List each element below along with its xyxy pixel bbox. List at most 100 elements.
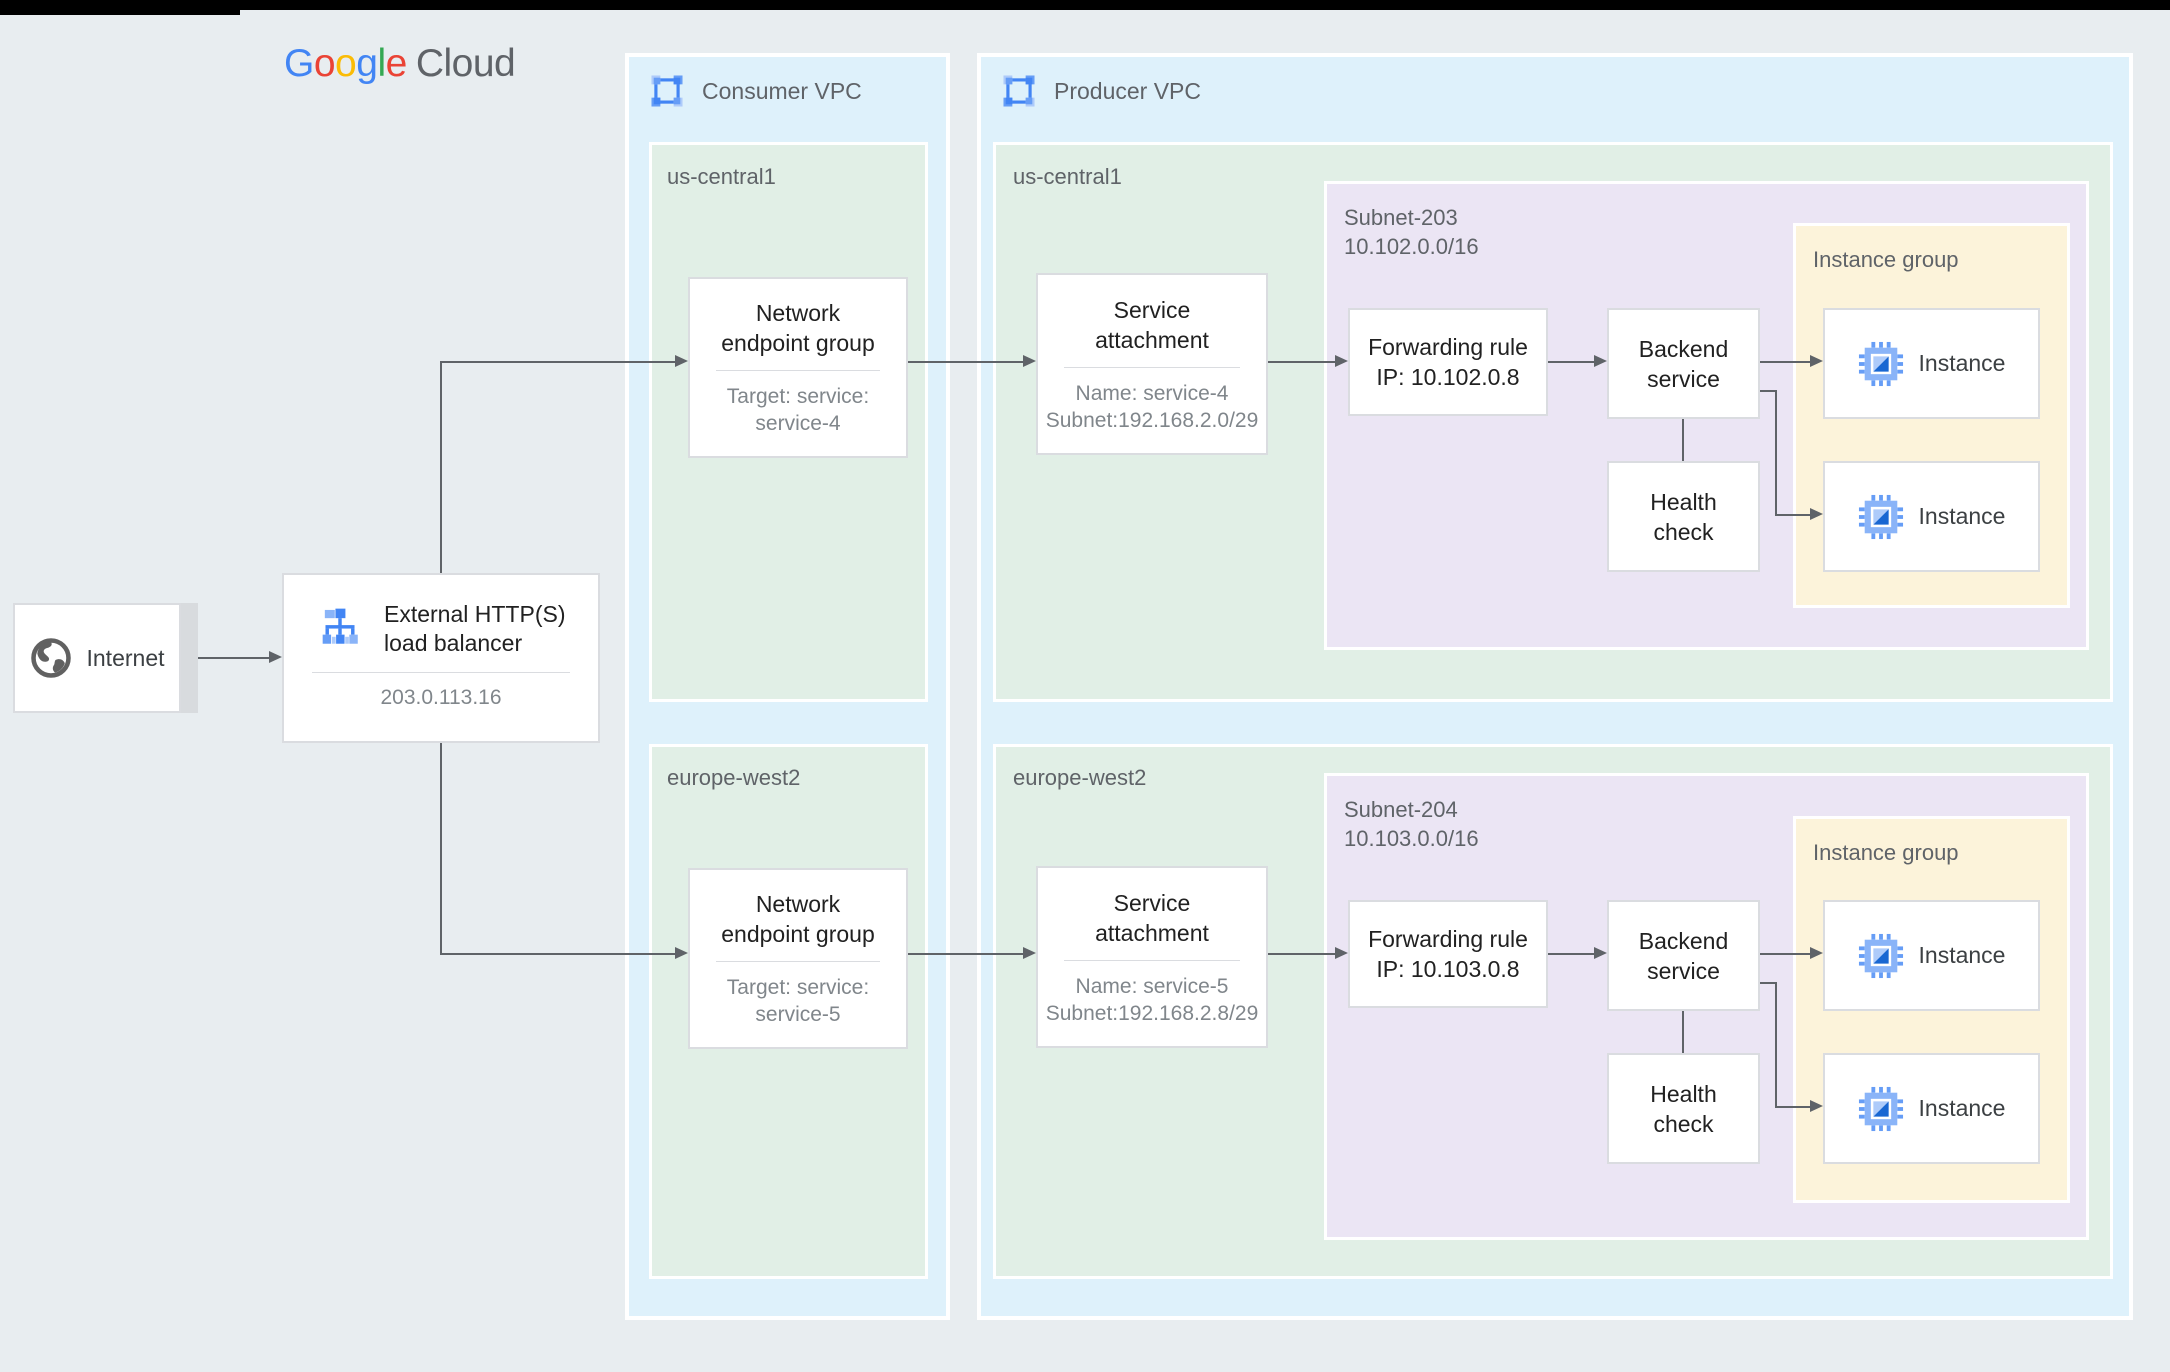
connector-bs-instance2: [1775, 390, 1777, 516]
internet-label: Internet: [86, 644, 165, 671]
region-label: europe-west2: [667, 765, 801, 790]
arrowhead: [1594, 947, 1607, 959]
arrowhead: [269, 651, 282, 663]
logo-letter: g: [356, 42, 378, 85]
logo-letter: G: [284, 42, 314, 85]
lb-ip-address: 203.0.113.16: [380, 686, 502, 709]
connector-bs-instance2: [1775, 982, 1777, 1108]
service-attachment-node-us-central1: Service attachment Name: service-4 Subne…: [1036, 273, 1268, 455]
connector-bs-healthcheck: [1682, 1011, 1684, 1053]
logo-letter: l: [377, 42, 386, 85]
subnet-label: Subnet-203 10.102.0.0/16: [1344, 203, 1479, 261]
instance-label: Instance: [1918, 942, 2006, 968]
sa-details: Name: service-4 Subnet:192.168.2.0/29: [1045, 381, 1259, 432]
backend-service-node-us-central1: Backend service: [1607, 308, 1760, 419]
connector-bs-healthcheck: [1682, 419, 1684, 461]
connector-sa-fr: [1268, 953, 1336, 955]
instance-group-label: Instance group: [1813, 247, 1959, 272]
instance-group-label: Instance group: [1813, 840, 1959, 865]
subnet-name: Subnet-204: [1344, 797, 1458, 822]
lb-title-line2: load balancer: [384, 630, 523, 656]
divider: [312, 672, 570, 673]
divider: [716, 370, 880, 371]
connector-bs-instance1: [1760, 361, 1811, 363]
divider: [716, 961, 880, 962]
connector-neg-sa: [908, 953, 1024, 955]
logo-letter: o: [335, 42, 357, 85]
connector-lb-down: [440, 743, 442, 955]
connector-lb-neg2: [440, 953, 676, 955]
service-attachment-node-europe-west2: Service attachment Name: service-5 Subne…: [1036, 866, 1268, 1048]
neg-target: Target: service: service-4: [726, 385, 870, 435]
arrowhead: [1810, 1100, 1823, 1112]
connector-sa-fr: [1268, 361, 1336, 363]
instance-node: Instance: [1823, 461, 2040, 572]
health-check-node-us-central1: Health check: [1607, 461, 1760, 572]
arrowhead: [1023, 355, 1036, 367]
connector-bs-instance2: [1760, 390, 1777, 392]
arrowhead: [1810, 508, 1823, 520]
instance-node: Instance: [1823, 308, 2040, 419]
backend-service-node-europe-west2: Backend service: [1607, 900, 1760, 1011]
neg-title: Network endpoint group: [721, 300, 875, 356]
instance-label: Instance: [1918, 1095, 2006, 1121]
instance-label: Instance: [1918, 350, 2006, 376]
region-label: us-central1: [1013, 164, 1122, 189]
vpc-icon: [1003, 75, 1035, 107]
consumer-vpc-title: Consumer VPC: [702, 78, 862, 104]
sa-title: Service attachment: [1095, 296, 1209, 353]
lb-title: External HTTP(S) load balancer: [384, 600, 565, 658]
arrowhead: [675, 355, 688, 367]
logo-letter: e: [385, 42, 408, 85]
instance-label: Instance: [1918, 503, 2006, 529]
top-black-bar-left: [0, 0, 240, 15]
subnet-label: Subnet-204 10.103.0.0/16: [1344, 795, 1479, 853]
connector-bs-instance2: [1775, 1106, 1811, 1108]
region-label: europe-west2: [1013, 765, 1147, 790]
sa-details: Name: service-5 Subnet:192.168.2.8/29: [1045, 974, 1259, 1025]
globe-icon: [30, 638, 71, 678]
connector-lb-neg1: [440, 361, 676, 363]
arrowhead: [1810, 947, 1823, 959]
producer-vpc-title: Producer VPC: [1054, 78, 1202, 104]
connector-bs-instance2: [1760, 982, 1777, 984]
internet-box-shadow: [180, 603, 198, 713]
subnet-cidr: 10.102.0.0/16: [1344, 234, 1479, 259]
internet-node: Internet: [13, 603, 181, 713]
instance-node: Instance: [1823, 900, 2040, 1011]
arrowhead: [675, 947, 688, 959]
connector-fr-bs: [1548, 361, 1595, 363]
subnet-name: Subnet-203: [1344, 205, 1458, 230]
top-black-bar: [0, 0, 2170, 10]
logo-letter: o: [313, 42, 336, 85]
neg-title: Network endpoint group: [721, 891, 875, 947]
forwarding-rule-node-europe-west2: Forwarding rule IP: 10.103.0.8: [1348, 900, 1548, 1008]
instance-node: Instance: [1823, 1053, 2040, 1164]
forwarding-rule-node-us-central1: Forwarding rule IP: 10.102.0.8: [1348, 308, 1548, 416]
connector-fr-bs: [1548, 953, 1595, 955]
arrowhead: [1810, 355, 1823, 367]
instance-icon: [1858, 494, 1903, 539]
health-check-node-europe-west2: Health check: [1607, 1053, 1760, 1164]
connector-neg-sa: [908, 361, 1024, 363]
subnet-cidr: 10.103.0.0/16: [1344, 826, 1479, 851]
connector-internet-lb: [197, 657, 270, 659]
logo-cloud-text: Cloud: [415, 42, 516, 85]
neg-node-us-central1: Network endpoint group Target: service: …: [688, 277, 908, 458]
neg-target: Target: service: service-5: [726, 976, 870, 1026]
arrowhead: [1335, 947, 1348, 959]
instance-icon: [1858, 341, 1903, 386]
arrowhead: [1335, 355, 1348, 367]
connector-lb-up: [440, 362, 442, 573]
divider: [1064, 959, 1240, 961]
region-label: us-central1: [667, 164, 776, 189]
connector-bs-instance2: [1775, 514, 1811, 516]
divider: [1064, 366, 1240, 368]
neg-node-europe-west2: Network endpoint group Target: service: …: [688, 868, 908, 1049]
sa-title: Service attachment: [1095, 889, 1209, 946]
lb-header-row: External HTTP(S) load balancer: [284, 575, 598, 658]
external-lb-node: External HTTP(S) load balancer 203.0.113…: [282, 573, 600, 743]
instance-icon: [1858, 1086, 1903, 1131]
